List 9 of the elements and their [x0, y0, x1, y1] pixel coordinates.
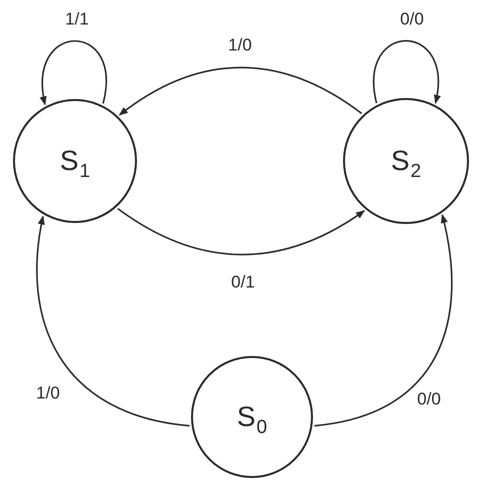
state-name: S$_{1}$ — [60, 147, 90, 175]
transition-arrow — [40, 40, 107, 106]
transition-arrow — [314, 214, 452, 427]
state-name: S$_{2}$ — [390, 147, 422, 175]
state-name: S$_{0}$ — [236, 403, 268, 431]
transition-arrow — [117, 208, 365, 256]
transition-arrow — [36, 216, 190, 427]
transition-arrow — [373, 40, 440, 104]
transition-arrow — [118, 66, 362, 116]
